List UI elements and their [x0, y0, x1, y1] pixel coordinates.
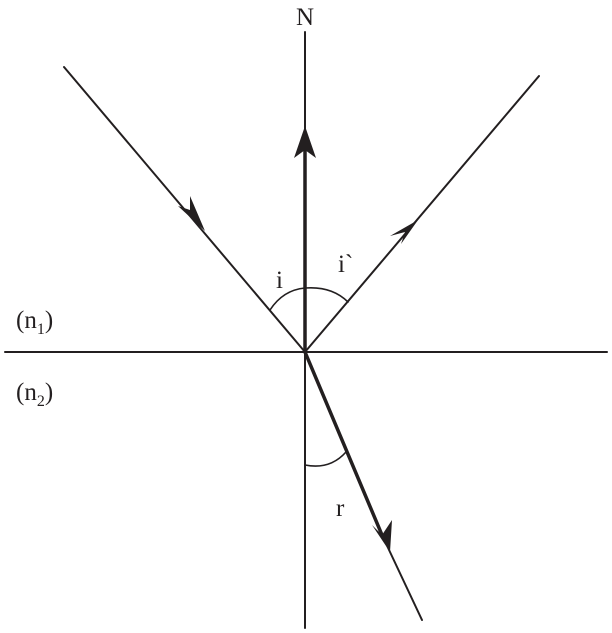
medium-1-open: (n [16, 307, 37, 334]
incident-arrowhead [178, 196, 205, 231]
medium-1-subscript: 1 [37, 321, 45, 338]
incident-angle-arc [269, 287, 306, 311]
normal-label: N [296, 4, 314, 31]
medium-2-open: (n [16, 379, 37, 406]
incident-angle-label: i [276, 267, 283, 294]
refracted-ray-thick [303, 350, 384, 537]
medium-1-close: ) [45, 307, 53, 334]
medium-1-label: (n1) [16, 307, 53, 338]
reflected-ray [304, 75, 540, 353]
refracted-angle-arc [304, 451, 347, 467]
medium-2-label: (n2) [16, 379, 53, 410]
normal-arrowhead [294, 126, 316, 158]
refracted-arrowhead [372, 520, 392, 552]
medium-2-close: ) [45, 379, 53, 406]
reflected-arrowhead [390, 220, 418, 244]
reflected-angle-label: i` [338, 251, 353, 278]
reflected-angle-arc [304, 286, 349, 303]
medium-2-subscript: 2 [37, 393, 45, 410]
refracted-angle-label: r [336, 495, 345, 522]
